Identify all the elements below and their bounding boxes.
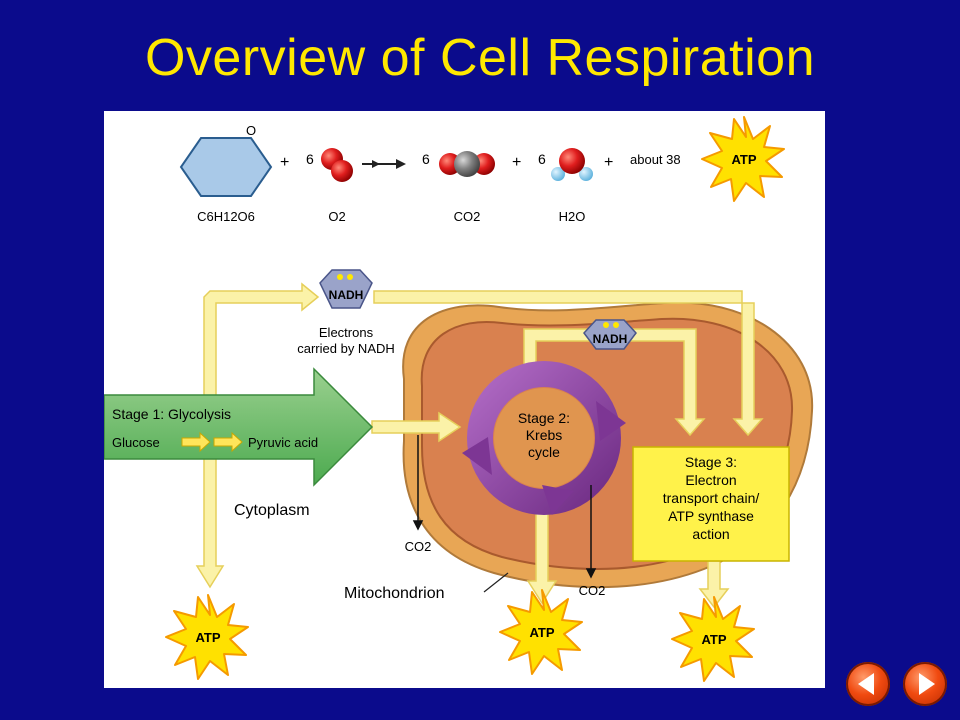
h2o-formula: H2O [559, 209, 586, 224]
previous-slide-button[interactable] [846, 662, 890, 706]
plus-3: + [604, 154, 613, 171]
co2-formula: CO2 [454, 209, 481, 224]
nadh-mito-label: NADH [593, 332, 628, 346]
co2-coefficient: 6 [422, 151, 430, 167]
stage3-line3: transport chain/ [663, 490, 760, 506]
plus-1: + [280, 154, 289, 171]
o2-molecule-icon [321, 148, 353, 182]
h2o-coefficient: 6 [538, 151, 546, 167]
stage2-line1: Stage 2: [518, 410, 570, 426]
about-38-label: about 38 [630, 152, 681, 167]
atp-equation-label: ATP [731, 152, 756, 167]
stage1-pyruvic-acid: Pyruvic acid [248, 435, 318, 450]
mitochondrion-label: Mitochondrion [344, 585, 445, 602]
stage1-title: Stage 1: Glycolysis [112, 406, 231, 422]
nadh-top-icon [319, 269, 373, 309]
diagram-panel: O + 6 6 + 6 + about 38 ATP C6H12O6 O2 CO… [104, 111, 825, 688]
slide-title: Overview of Cell Respiration [144, 29, 816, 87]
stage3-box [632, 446, 790, 562]
stage3-line2: Electron [685, 472, 736, 488]
glycolysis-arrow [104, 367, 374, 487]
yields-arrow-icon [362, 159, 406, 169]
atp-left-label: ATP [195, 630, 220, 645]
nadh-caption-line1: Electrons [319, 325, 374, 340]
glucose-ring-atom: O [246, 123, 256, 138]
co2-molecule-icon [439, 151, 495, 177]
glycolysis-to-nadh-arrow [195, 282, 320, 589]
respiration-diagram: O + 6 6 + 6 + about 38 ATP C6H12O6 O2 CO… [104, 116, 814, 682]
o2-formula: O2 [328, 209, 345, 224]
glucose-ring-icon [179, 137, 273, 197]
co2-right-label: CO2 [579, 583, 606, 598]
triangle-right-icon [919, 673, 935, 695]
co2-left-label: CO2 [405, 539, 432, 554]
pyruvate-to-krebs-arrow [371, 411, 462, 443]
krebs-cycle-icon [462, 361, 626, 515]
h2o-molecule-icon [551, 148, 593, 181]
krebs-nadh-arrow [523, 328, 706, 437]
next-slide-button[interactable] [903, 662, 947, 706]
co2-output-arrows-icon [412, 435, 597, 579]
mitochondrion-leader-line [483, 572, 509, 593]
nadh-to-stage3-arrow [373, 290, 764, 437]
stage3-line4: ATP synthase [668, 508, 754, 524]
nadh-top-label: NADH [329, 288, 364, 302]
o2-coefficient: 6 [306, 151, 314, 167]
stage2-line2: Krebs [526, 427, 563, 443]
atp-mid-label: ATP [529, 625, 554, 640]
stage1-glucose: Glucose [112, 435, 160, 450]
triangle-left-icon [858, 673, 874, 695]
glucose-formula: C6H12O6 [197, 209, 255, 224]
stage3-line5: action [692, 526, 729, 542]
glycolysis-step-arrows-icon [181, 431, 243, 453]
stage3-to-atp-arrow [698, 560, 730, 609]
stage3-line1: Stage 3: [685, 454, 737, 470]
atp-right-label: ATP [701, 632, 726, 647]
nadh-mito-icon [583, 319, 637, 350]
cytoplasm-label: Cytoplasm [234, 502, 310, 519]
stage2-line3: cycle [528, 444, 560, 460]
nadh-caption-line2: carried by NADH [297, 341, 395, 356]
plus-2: + [512, 154, 521, 171]
